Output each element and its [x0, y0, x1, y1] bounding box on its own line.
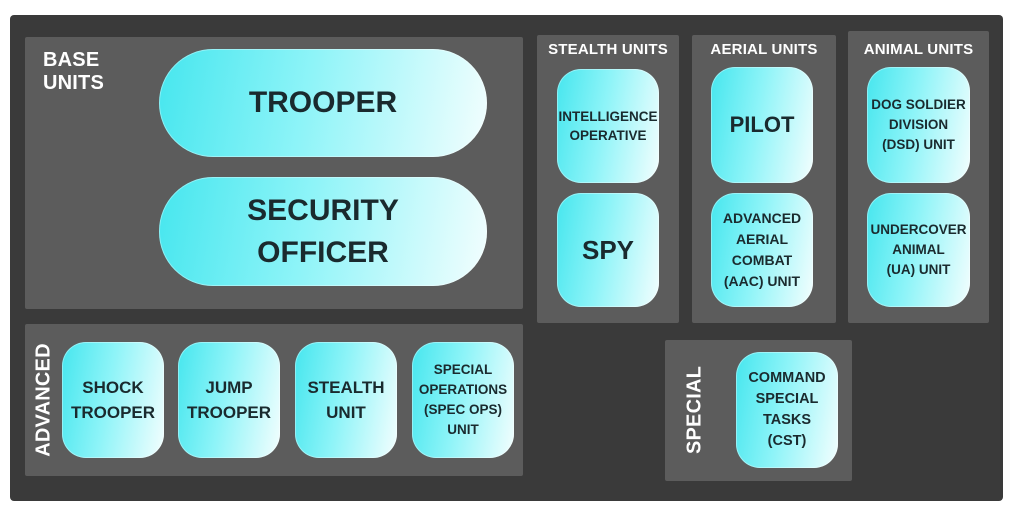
unit-undercover-animal: UNDERCOVER ANIMAL (UA) UNIT [867, 193, 970, 307]
panel-title-advanced: ADVANCED [32, 343, 55, 457]
unit-command-special-tasks: COMMAND SPECIAL TASKS (CST) [736, 352, 838, 468]
panel-title-special: SPECIAL [683, 365, 706, 455]
unit-stealth-unit: STEALTH UNIT [295, 342, 397, 458]
unit-shock-trooper: SHOCK TROOPER [62, 342, 164, 458]
panel-title-animal-units: ANIMAL UNITS [863, 41, 974, 58]
unit-spy: SPY [557, 193, 659, 307]
panel-animal-units: ANIMAL UNITS DOG SOLDIER DIVISION (DSD) … [848, 31, 989, 323]
panel-stealth-units: STEALTH UNITS INTELLIGENCE OPERATIVE SPY [537, 35, 679, 323]
panel-special: SPECIAL COMMAND SPECIAL TASKS (CST) [665, 340, 852, 481]
unit-dog-soldier-division: DOG SOLDIER DIVISION (DSD) UNIT [867, 67, 970, 183]
panel-base-units: BASE UNITS TROOPER SECURITY OFFICER [25, 37, 523, 309]
diagram-frame: BASE UNITS TROOPER SECURITY OFFICER STEA… [10, 15, 1003, 501]
panel-title-base-units: BASE UNITS [43, 49, 104, 94]
panel-title-aerial-units: AERIAL UNITS [710, 41, 818, 58]
unit-jump-trooper: JUMP TROOPER [178, 342, 280, 458]
unit-intelligence-operative: INTELLIGENCE OPERATIVE [557, 69, 659, 183]
unit-security-officer: SECURITY OFFICER [159, 177, 487, 286]
unit-special-operations: SPECIAL OPERATIONS (SPEC OPS) UNIT [412, 342, 514, 458]
panel-aerial-units: AERIAL UNITS PILOT ADVANCED AERIAL COMBA… [692, 35, 836, 323]
unit-trooper: TROOPER [159, 49, 487, 157]
panel-advanced: ADVANCED SHOCK TROOPER JUMP TROOPER STEA… [25, 324, 523, 476]
panel-title-stealth-units: STEALTH UNITS [548, 41, 668, 58]
unit-advanced-aerial-combat: ADVANCED AERIAL COMBAT (AAC) UNIT [711, 193, 813, 307]
unit-pilot: PILOT [711, 67, 813, 183]
